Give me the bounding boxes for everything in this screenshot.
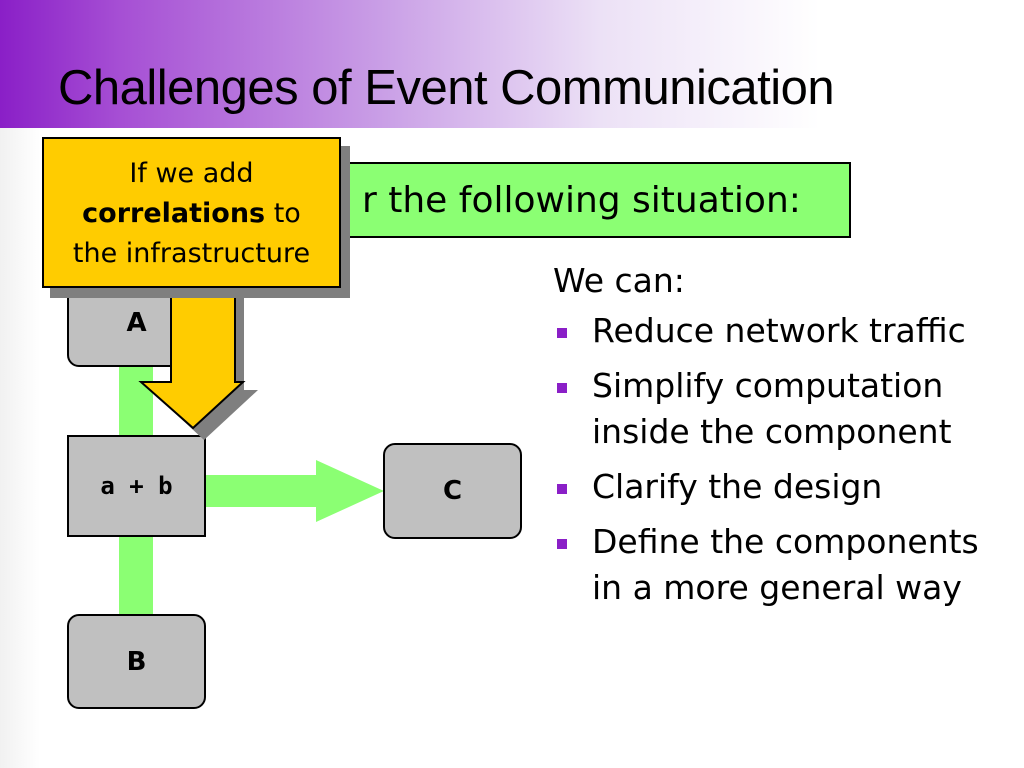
node-b: B bbox=[67, 614, 206, 709]
list-item: Define the components in a more general … bbox=[553, 519, 1013, 611]
callout-line-1: If we add bbox=[129, 158, 254, 189]
bullet-square-icon bbox=[557, 484, 567, 494]
callout-bold-word: correlations bbox=[82, 198, 266, 229]
node-a-plus-b: a + b bbox=[67, 435, 206, 537]
slide-title: Challenges of Event Communication bbox=[58, 61, 835, 115]
situation-banner-text: r the following situation: bbox=[362, 180, 801, 221]
correlations-callout: If we add correlations to the infrastruc… bbox=[42, 137, 341, 288]
benefits-intro: We can: bbox=[553, 261, 685, 300]
list-item-text: Reduce network traffic bbox=[592, 311, 966, 350]
left-strip bbox=[0, 128, 40, 768]
list-item-text: Clarify the design bbox=[592, 467, 883, 506]
situation-banner: r the following situation: bbox=[302, 162, 851, 238]
list-item: Reduce network traffic bbox=[553, 308, 1013, 354]
connector-horizontal bbox=[204, 475, 320, 507]
bullet-square-icon bbox=[557, 539, 567, 549]
benefits-list: We can: Reduce network traffic Simplify … bbox=[553, 258, 1013, 620]
callout-after-bold: to bbox=[265, 198, 301, 229]
node-c: C bbox=[383, 443, 522, 539]
callout-line-3: the infrastructure bbox=[72, 238, 311, 269]
title-band bbox=[0, 0, 1024, 128]
callout-line-2: correlations to bbox=[44, 194, 339, 234]
arrow-to-c bbox=[316, 460, 384, 522]
list-item-text: Simplify computation inside the componen… bbox=[592, 366, 952, 451]
list-item: Clarify the design bbox=[553, 464, 1013, 510]
list-item-text: Define the components in a more general … bbox=[592, 522, 979, 607]
bullet-square-icon bbox=[557, 328, 567, 338]
list-item: Simplify computation inside the componen… bbox=[553, 363, 1013, 455]
bullet-square-icon bbox=[557, 383, 567, 393]
benefits-items: Reduce network traffic Simplify computat… bbox=[553, 308, 1013, 611]
